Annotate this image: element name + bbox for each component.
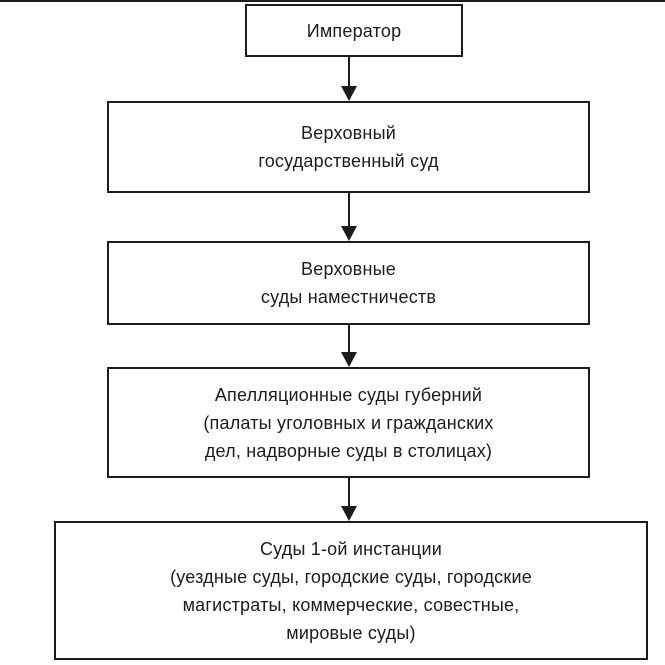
node-supreme-state-court: Верховный государственный суд: [107, 101, 590, 193]
node-label-line: государственный суд: [258, 151, 439, 171]
node-label-line: магистраты, коммерческие, совестные,: [182, 594, 520, 615]
node-emperor: Император: [245, 4, 463, 57]
arrow-head-icon: [341, 352, 357, 367]
arrow-head-icon: [341, 86, 357, 101]
node-label-line: суды наместничеств: [260, 287, 437, 307]
node-first-instance-courts: Суды 1-ой инстанции (уездные суды, город…: [54, 521, 648, 660]
node-label-line: мировые суды): [286, 622, 416, 643]
flow-arrow-2: [341, 193, 357, 241]
node-label-line: Верховный: [301, 123, 396, 143]
node-label-line: дел, надворные суды в столицах): [204, 440, 493, 461]
node-label-line: Император: [306, 20, 402, 41]
node-label-line: Апелляционные суды губерний: [214, 384, 483, 405]
arrow-shaft: [348, 57, 350, 86]
node-label-line: Суды 1-ой инстанции: [259, 538, 443, 559]
arrow-shaft: [348, 325, 350, 352]
arrow-head-icon: [341, 226, 357, 241]
flow-arrow-1: [341, 57, 357, 101]
arrow-shaft: [348, 193, 350, 226]
flow-arrow-3: [341, 325, 357, 367]
flow-arrow-4: [341, 478, 357, 521]
node-label-line: (уездные суды, городские суды, городские: [170, 566, 532, 587]
node-viceroyalty-courts: Верховные суды наместничеств: [107, 241, 590, 325]
arrow-shaft: [348, 478, 350, 506]
arrow-head-icon: [341, 506, 357, 521]
node-label-line: Верховные: [301, 259, 396, 279]
top-border-line: [0, 0, 665, 2]
node-label-line: (палаты уголовных и гражданских: [203, 412, 494, 433]
node-appellate-courts: Апелляционные суды губерний (палаты угол…: [107, 367, 590, 478]
